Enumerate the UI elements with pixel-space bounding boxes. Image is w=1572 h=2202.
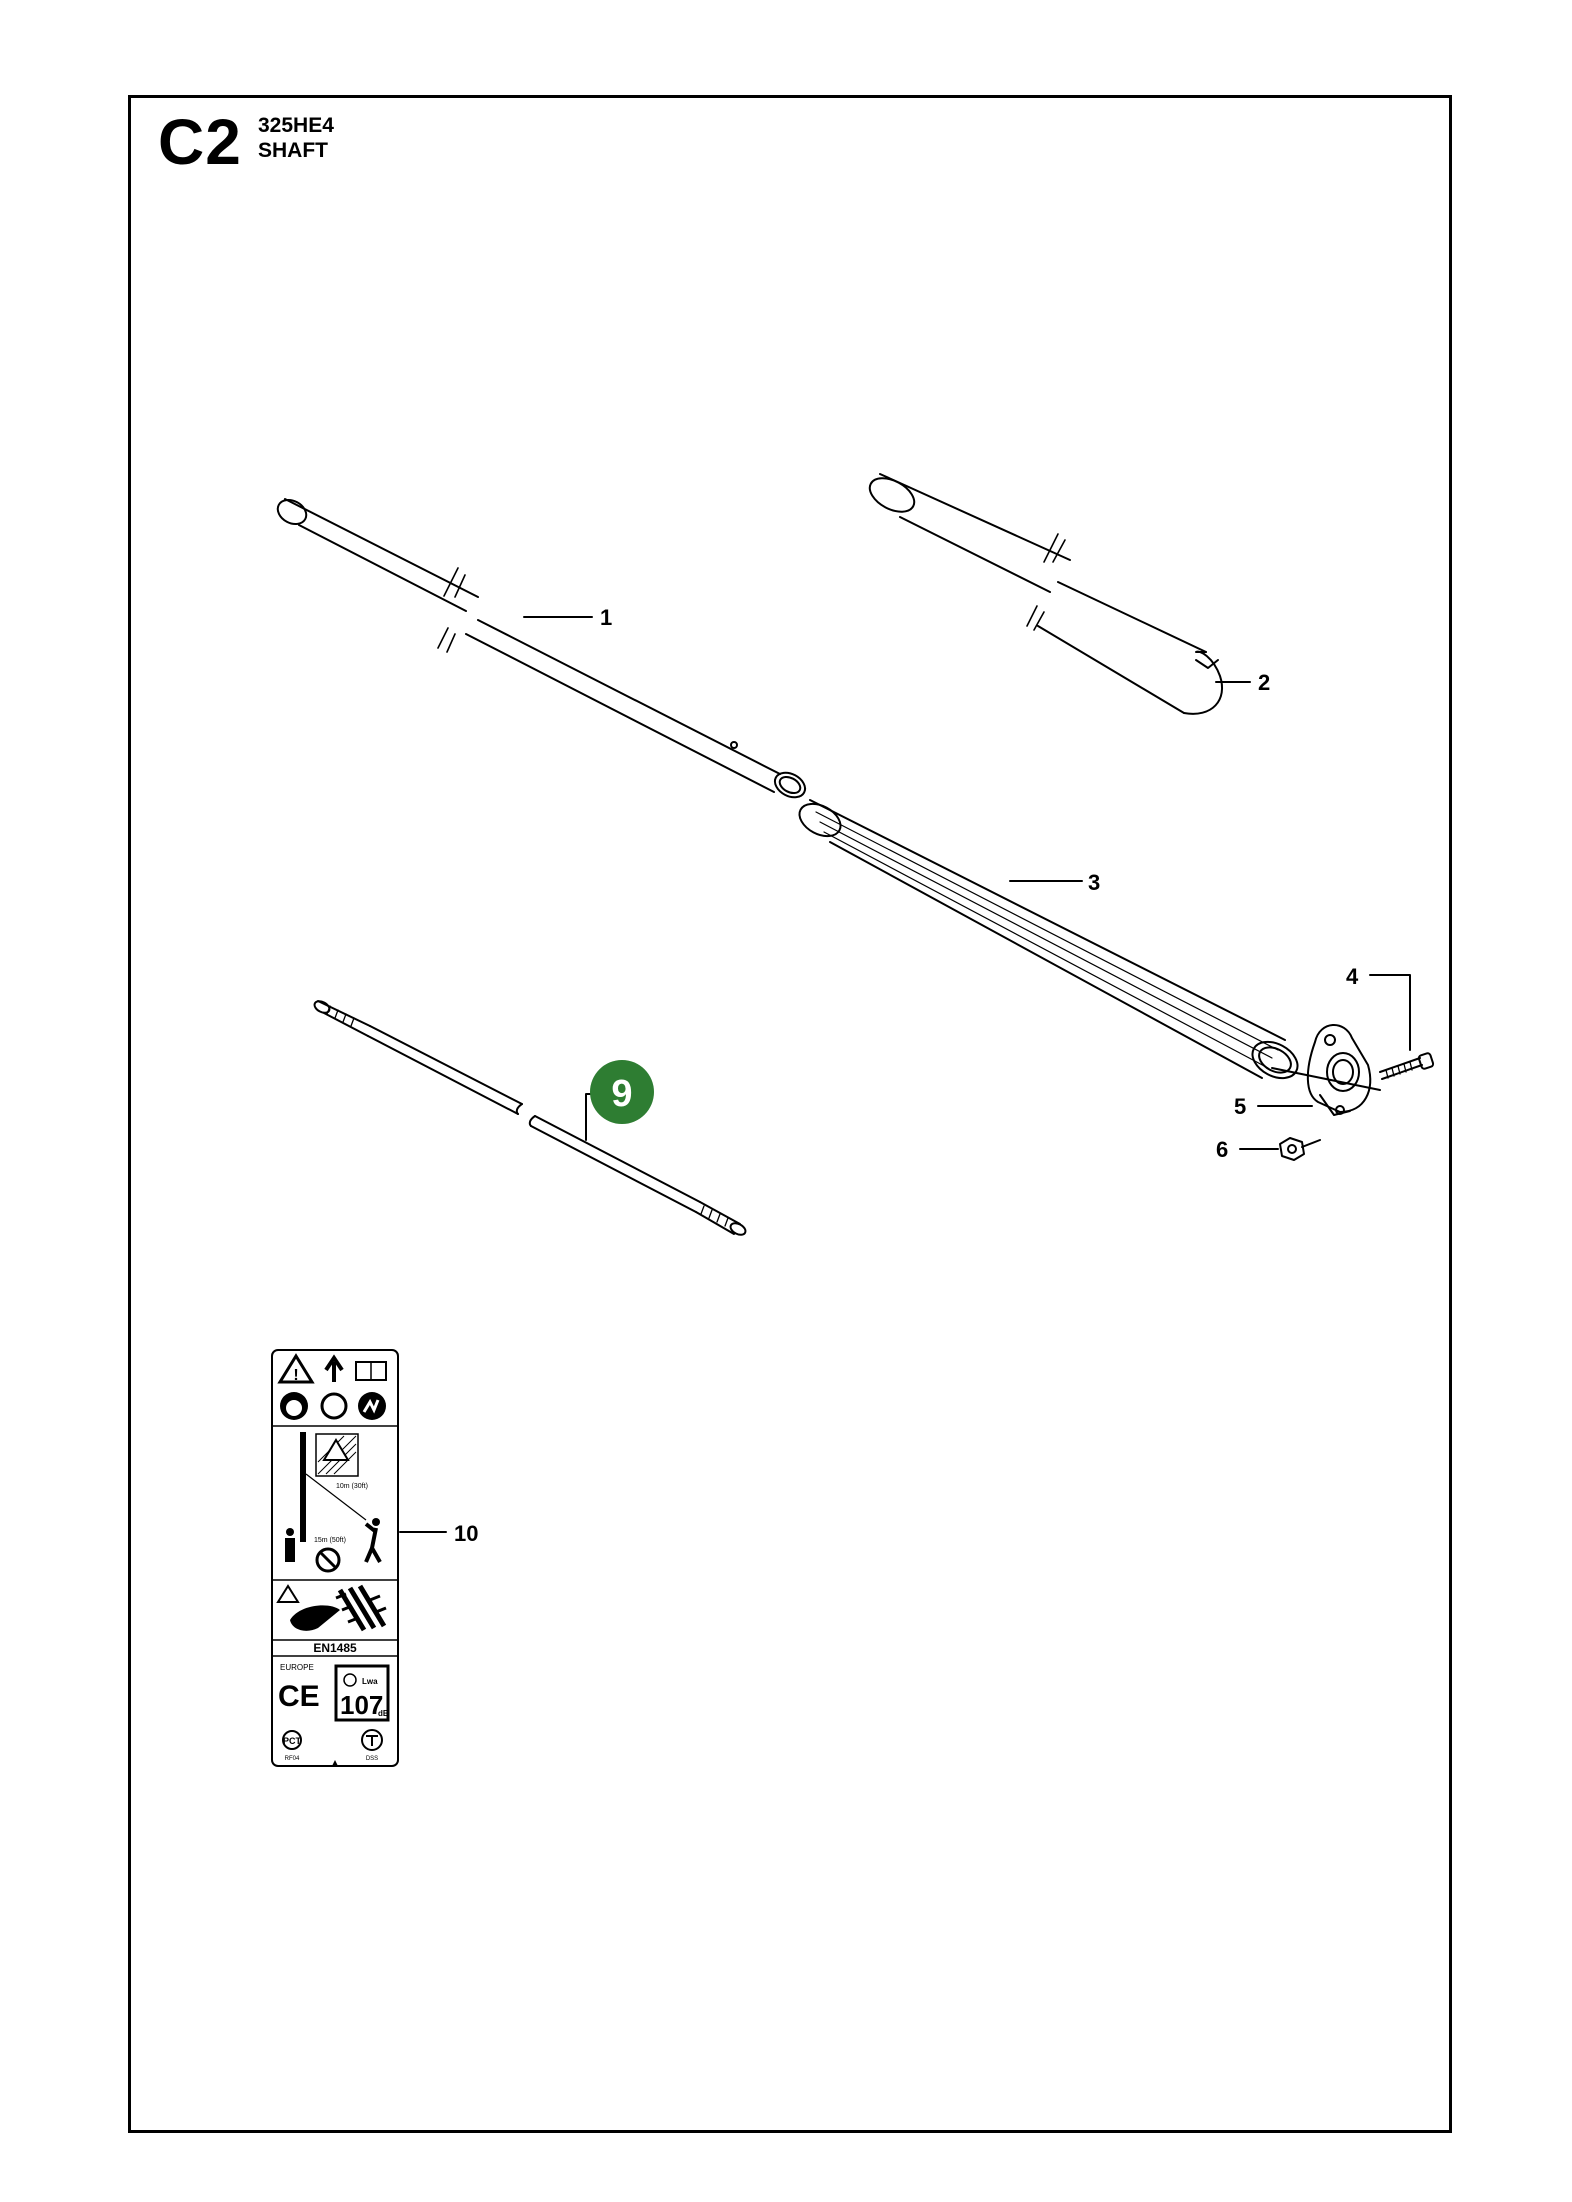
warning-triangle-icon: [277, 1353, 315, 1384]
no-bystander-icon: [315, 1547, 341, 1573]
arrow-up-icon: [324, 1354, 344, 1382]
sound-level-box: [334, 1664, 390, 1722]
part-inner-tube[interactable]: [274, 495, 810, 802]
sound-level-value: 107: [340, 1690, 383, 1720]
electric-warning-icon: [322, 1438, 350, 1461]
callout-5[interactable]: 5: [1234, 1094, 1246, 1119]
part-screw[interactable]: [1369, 974, 1435, 1080]
callout-2[interactable]: 2: [1258, 670, 1270, 695]
decal-distance-1: 15m (50ft): [314, 1537, 346, 1544]
part-nut[interactable]: [1239, 1137, 1321, 1161]
callout-6[interactable]: 6: [1216, 1137, 1228, 1162]
small-warning-icon: [276, 1584, 300, 1603]
part-warning-decal[interactable]: ! 10m (30ft) 15m (50ft) EN1485 EUR: [271, 1349, 399, 1767]
callout-9[interactable]: 9: [611, 1073, 632, 1115]
callout-10[interactable]: 10: [454, 1521, 478, 1546]
svg-text:!: !: [293, 1367, 298, 1384]
callout-4[interactable]: 4: [1346, 964, 1359, 989]
pct-cert-icon: [282, 1730, 302, 1750]
power-pole-icon: [300, 1432, 306, 1542]
model-number: 325HE4: [258, 114, 334, 137]
operator-icon: [372, 1518, 380, 1526]
dss-cert-icon: [361, 1729, 383, 1751]
eye-protection-icon: [320, 1392, 348, 1420]
decal-standard: EN1485: [313, 1641, 357, 1655]
decal-region: EUROPE: [280, 1663, 314, 1672]
sound-level-unit: dB: [378, 1709, 389, 1718]
callout-3[interactable]: 3: [1088, 870, 1100, 895]
cert-1-label: PCT: [283, 1736, 302, 1746]
section-code: C2: [158, 106, 242, 178]
hand-icon: [290, 1605, 340, 1631]
part-drive-shaft[interactable]: [313, 999, 748, 1237]
cert-2-sub: DSS: [366, 1756, 378, 1762]
callout-9-badge[interactable]: 9: [590, 1060, 654, 1124]
ear-icon: [343, 1673, 357, 1687]
callout-1[interactable]: 1: [600, 605, 612, 630]
decal-distance-2: 10m (30ft): [336, 1483, 368, 1490]
bystander-icon: [286, 1528, 294, 1536]
part-outer-tube[interactable]: [864, 471, 1251, 715]
part-clamp[interactable]: [1257, 1024, 1381, 1116]
part-grip-sleeve[interactable]: [794, 797, 1304, 1085]
hedge-cutter-icon: [337, 1584, 387, 1632]
diagram-title: SHAFT: [258, 139, 328, 162]
cert-1-sub: RF04: [285, 1756, 300, 1762]
sound-level-label: Lwa: [362, 1677, 378, 1686]
page-frame: [128, 95, 1452, 2133]
ce-mark: CE: [278, 1680, 320, 1713]
